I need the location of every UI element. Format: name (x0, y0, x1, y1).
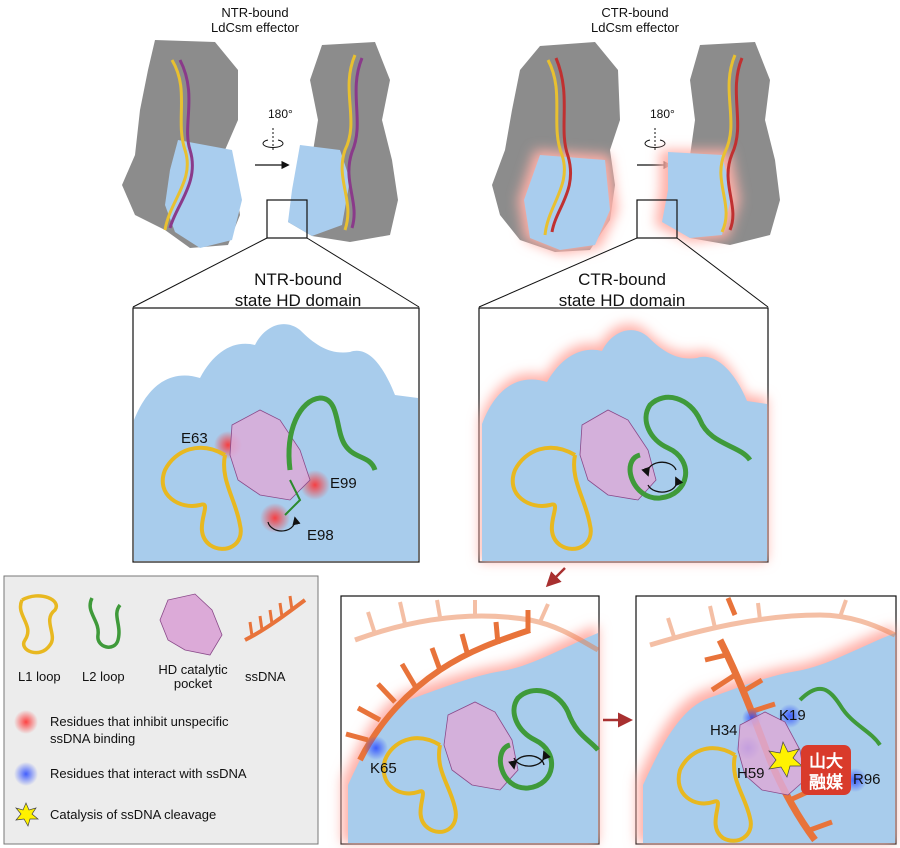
k65-l1-loop (381, 736, 458, 834)
label-e63: E63 (181, 430, 208, 447)
ctr-rotate-icon (644, 139, 666, 148)
ntr-hd-panel: NTR-bound state HD domain E63 E99 E98 (132, 270, 420, 563)
k65-ssdna-faded (354, 599, 600, 653)
ntr-molecule-front (122, 40, 242, 248)
ntr-zoom-box (266, 199, 308, 239)
final-ssdna-faded (649, 599, 897, 648)
ctr-rotation-label: 180° (650, 107, 675, 121)
ctr-panel-title-2: state HD domain (559, 291, 686, 310)
cleavage-star-icon (768, 741, 803, 778)
ctr-effector-title-2: LdCsm effector (591, 20, 680, 35)
legend-star-icon (15, 802, 39, 827)
legend-l1-label: L1 loop (18, 669, 61, 684)
legend-pocket-label-1: HD catalytic (158, 662, 228, 677)
ntr-molecule-back (288, 42, 398, 242)
legend-ssdna-icon (244, 595, 307, 642)
legend-pocket-icon (159, 593, 223, 656)
ctr-hd-panel: CTR-bound state HD domain (478, 270, 769, 563)
legend-red-dot (14, 710, 38, 734)
watermark-line-1: 山大 (809, 751, 843, 771)
legend-blue-label: Residues that interact with ssDNA (50, 766, 247, 781)
ntr-e98-glow (260, 503, 290, 533)
ntr-rotate-icon (262, 139, 284, 148)
legend: L1 loop L2 loop HD catalytic pocket ssDN… (3, 575, 319, 845)
ctr-effector-title-1: CTR-bound (601, 5, 668, 20)
legend-red-label-2: ssDNA binding (50, 731, 135, 746)
label-e98: E98 (307, 527, 334, 544)
label-h34: H34 (710, 722, 738, 739)
ntr-motion-arrow (267, 516, 301, 532)
ntr-effector-title-2: LdCsm effector (211, 20, 300, 35)
ctr-molecule-back (655, 42, 780, 245)
ctr-motion-arrow (647, 476, 684, 493)
watermark-line-2: 融媒 (809, 772, 844, 792)
ctr-panel-title-1: CTR-bound (578, 270, 666, 289)
watermark-badge: 山大 融媒 (801, 745, 851, 795)
legend-star-label: Catalysis of ssDNA cleavage (50, 807, 216, 822)
ntr-panel-title-2: state HD domain (235, 291, 362, 310)
ctr-effector-group: CTR-bound LdCsm effector 180° (478, 5, 780, 308)
ctr-l1-loop (510, 445, 593, 551)
legend-ssdna-label: ssDNA (245, 669, 286, 684)
ntr-hd-pocket (229, 409, 311, 501)
ctr-molecule-front (492, 42, 620, 254)
legend-blue-dot (14, 762, 38, 786)
legend-l2-label: L2 loop (82, 669, 125, 684)
legend-l2-icon (88, 597, 122, 649)
ntr-l1-loop (160, 445, 243, 551)
k65-glow (364, 736, 388, 760)
label-k19: K19 (779, 707, 806, 724)
ctr-zoom-box (636, 199, 678, 239)
ntr-effector-title-1: NTR-bound (221, 5, 288, 20)
ctr-to-k65-arrow (545, 567, 566, 588)
legend-pocket-label-2: pocket (174, 676, 213, 691)
ctr-hd-pocket (579, 409, 657, 501)
ctr-l2-loop (627, 394, 753, 501)
label-r96: R96 (853, 771, 881, 788)
final-panel: 山大 融媒 H34 K19 H59 R96 (635, 595, 897, 845)
ntr-rotation-label: 180° (268, 107, 293, 121)
label-h59: H59 (737, 765, 765, 782)
ntr-effector-group: NTR-bound LdCsm effector 180° (122, 5, 420, 308)
legend-red-label-1: Residues that inhibit unspecific (50, 714, 229, 729)
final-l1-loop (676, 746, 753, 843)
k65-ssdna (345, 610, 531, 762)
label-k65: K65 (370, 760, 397, 777)
ntr-panel-title-1: NTR-bound (254, 270, 342, 289)
final-l2-loop (798, 686, 882, 747)
ntr-l2-loop (286, 395, 378, 472)
k65-l2-loop (497, 688, 600, 791)
k65-panel: K65 (340, 595, 600, 845)
label-e99: E99 (330, 475, 357, 492)
legend-l1-icon (18, 594, 59, 655)
